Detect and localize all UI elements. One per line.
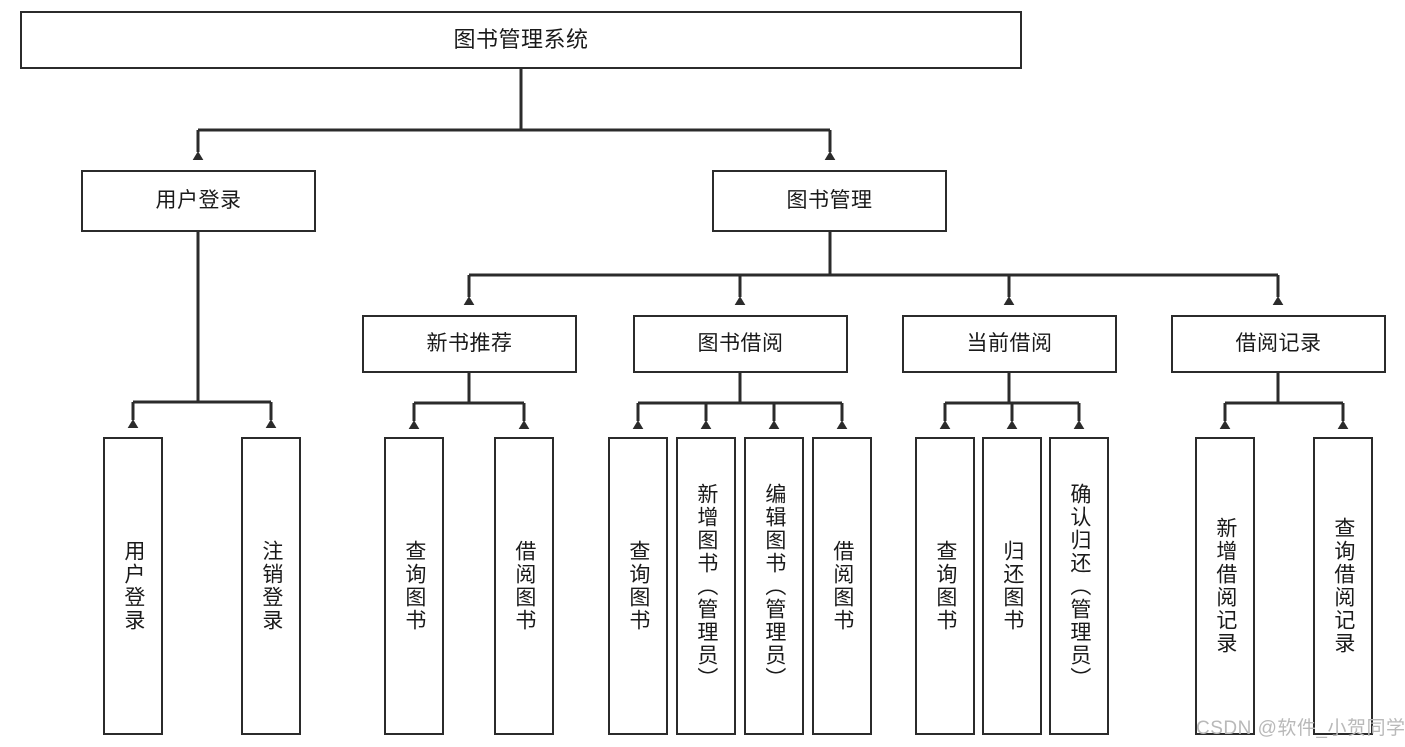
node-leaf-confirm-return-label: 确认归还（管理员） [1067, 482, 1091, 690]
node-leaf-add-book[interactable]: 新增图书（管理员） [676, 437, 736, 735]
node-leaf-edit-book-label: 编辑图书（管理员） [762, 482, 786, 690]
node-leaf-query-record[interactable]: 查询借阅记录 [1313, 437, 1373, 735]
node-leaf-add-record-label: 新增借阅记录 [1213, 517, 1237, 655]
node-book-management[interactable]: 图书管理 [712, 170, 947, 232]
node-leaf-query-book-2[interactable]: 查询图书 [608, 437, 668, 735]
node-current-borrow-label: 当前借阅 [966, 331, 1053, 355]
node-leaf-add-record[interactable]: 新增借阅记录 [1195, 437, 1255, 735]
node-leaf-borrow-book-1-label: 借阅图书 [512, 540, 536, 632]
node-leaf-query-record-label: 查询借阅记录 [1331, 517, 1355, 655]
node-leaf-logout-label: 注销登录 [259, 540, 283, 632]
node-leaf-query-book-1-label: 查询图书 [402, 540, 426, 632]
node-book-management-label: 图书管理 [786, 188, 873, 212]
node-leaf-query-book-2-label: 查询图书 [626, 540, 650, 632]
node-leaf-query-book-1[interactable]: 查询图书 [384, 437, 444, 735]
node-borrow-record[interactable]: 借阅记录 [1171, 315, 1386, 373]
node-book-borrow-label: 图书借阅 [697, 331, 784, 355]
node-book-borrow[interactable]: 图书借阅 [633, 315, 848, 373]
node-leaf-user-login-label: 用户登录 [121, 540, 145, 632]
node-user-login[interactable]: 用户登录 [81, 170, 316, 232]
node-leaf-return-book-label: 归还图书 [1000, 540, 1024, 632]
node-leaf-query-book-3-label: 查询图书 [933, 540, 957, 632]
node-new-book-recommend[interactable]: 新书推荐 [362, 315, 577, 373]
node-leaf-query-book-3[interactable]: 查询图书 [915, 437, 975, 735]
node-user-login-label: 用户登录 [155, 188, 242, 212]
node-leaf-borrow-book-2-label: 借阅图书 [830, 540, 854, 632]
node-borrow-record-label: 借阅记录 [1235, 331, 1322, 355]
node-leaf-add-book-label: 新增图书（管理员） [694, 482, 718, 690]
node-current-borrow[interactable]: 当前借阅 [902, 315, 1117, 373]
node-root-label: 图书管理系统 [453, 27, 589, 53]
node-root[interactable]: 图书管理系统 [20, 11, 1022, 69]
node-leaf-logout[interactable]: 注销登录 [241, 437, 301, 735]
node-leaf-user-login[interactable]: 用户登录 [103, 437, 163, 735]
node-new-book-recommend-label: 新书推荐 [426, 331, 513, 355]
node-leaf-confirm-return[interactable]: 确认归还（管理员） [1049, 437, 1109, 735]
node-leaf-edit-book[interactable]: 编辑图书（管理员） [744, 437, 804, 735]
node-leaf-borrow-book-1[interactable]: 借阅图书 [494, 437, 554, 735]
node-leaf-borrow-book-2[interactable]: 借阅图书 [812, 437, 872, 735]
node-leaf-return-book[interactable]: 归还图书 [982, 437, 1042, 735]
